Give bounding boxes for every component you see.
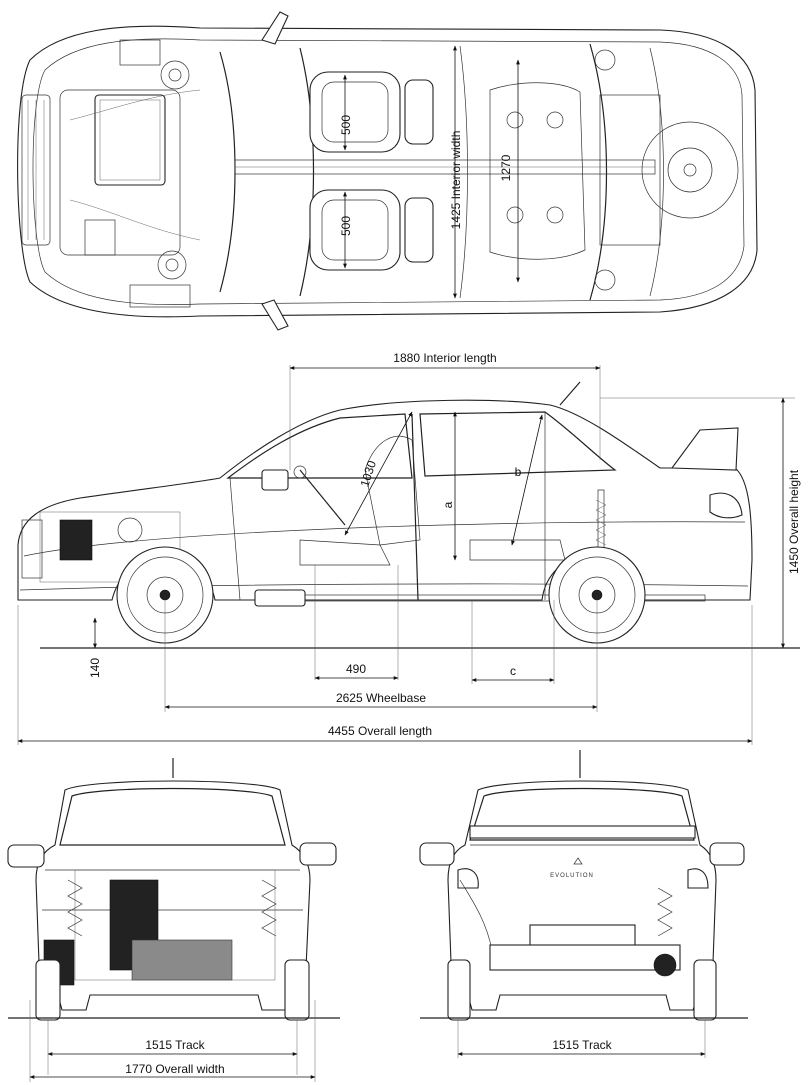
rear-floor-top	[489, 82, 586, 260]
front-track-label: 1515 Track	[145, 1038, 205, 1052]
overall-width-label: 1770 Overall width	[125, 1062, 224, 1076]
rear-track-label: 1515 Track	[552, 1038, 612, 1052]
front-body-outline	[35, 780, 311, 1011]
rear-spoiler	[670, 427, 739, 471]
interior-length-label: 1880 Interior length	[393, 351, 496, 365]
dim-b-label: b	[515, 465, 522, 479]
ground-clearance-label: 140	[88, 658, 102, 678]
rear-view: EVOLUTION 1515 Track	[419, 750, 748, 1058]
overall-length-label: 4455 Overall length	[328, 724, 432, 738]
mirror-top-left	[261, 11, 289, 45]
evolution-badge: EVOLUTION	[550, 873, 594, 879]
wheelbase-label: 2625 Wheelbase	[336, 691, 426, 705]
spare-wheel-top	[641, 121, 739, 219]
dim-a-label: a	[441, 501, 455, 508]
top-view: 500 500 1425 Interior width 1270	[17, 11, 758, 331]
rear-body-outline	[447, 780, 717, 1011]
mirror-top-right	[261, 299, 289, 331]
pedal-to-seat-label: 490	[346, 662, 366, 676]
overall-height-label: 1450 Overall height	[787, 469, 801, 574]
front-seats-top	[309, 71, 434, 271]
interior-width-label: 1425 Interior width	[449, 131, 463, 230]
dim-c-label: c	[510, 664, 516, 678]
front-view: 1515 Track 1770 Overall width	[7, 758, 340, 1082]
engine-side	[21, 511, 181, 583]
side-view: 1880 Interior length 1450 Overall height…	[17, 351, 801, 745]
top-body-outline	[17, 25, 758, 318]
rear-seat-width-label: 1270	[499, 154, 513, 181]
seat-front-left-label: 500	[339, 115, 353, 135]
seat-front-right-label: 500	[339, 216, 353, 236]
engine-bay-top	[21, 39, 201, 308]
